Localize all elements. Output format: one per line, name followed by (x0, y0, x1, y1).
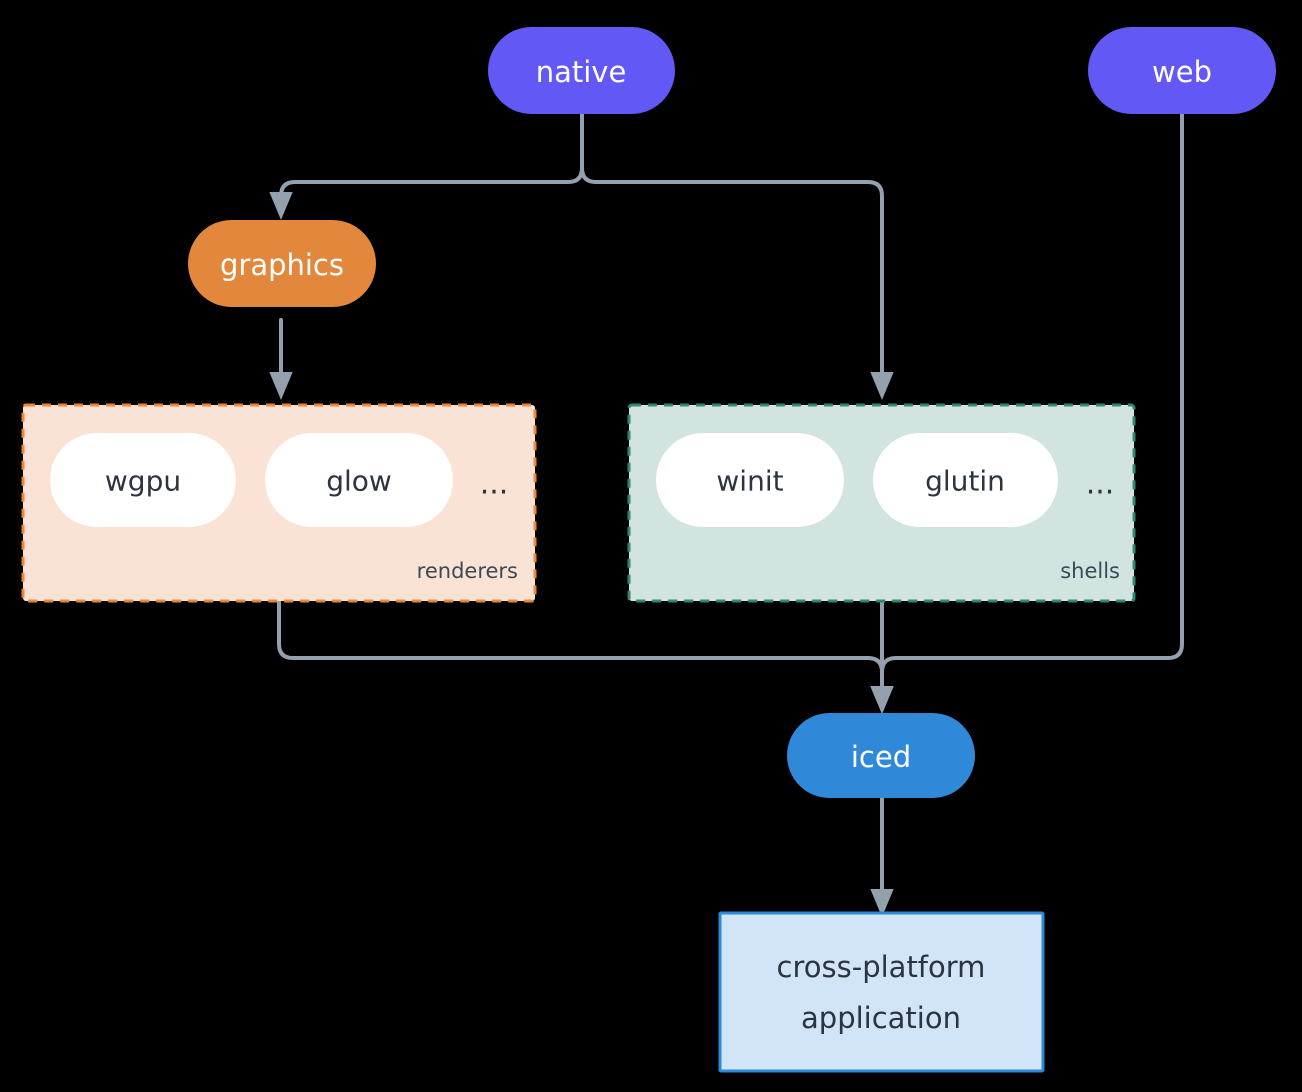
node-web[interactable]: web (1088, 27, 1276, 114)
glutin-pill (873, 433, 1058, 527)
shells-overflow-ellipsis: ... (1086, 467, 1115, 502)
application-shape (718, 911, 1045, 1073)
node-iced[interactable]: iced (787, 713, 975, 798)
edge-native-to-shells (580, 111, 894, 400)
edge-layer (269, 111, 1184, 917)
application-label-line2: application (801, 1001, 961, 1035)
native-shape (488, 27, 675, 114)
glow-label: glow (326, 465, 392, 498)
winit-pill (656, 433, 844, 527)
glow-pill (265, 433, 453, 527)
group-renderers[interactable]: wgpu glow ... renderers (21, 403, 537, 603)
glutin-label: glutin (925, 465, 1005, 498)
edge-native-to-graphics (269, 111, 584, 220)
node-native[interactable]: native (488, 27, 675, 114)
renderers-overflow-ellipsis: ... (480, 467, 509, 502)
edge-web-to-iced (870, 111, 1184, 714)
node-graphics[interactable]: graphics (188, 220, 376, 307)
web-shape (1088, 27, 1276, 114)
application-label-line1: cross-platform (777, 950, 986, 984)
graphics-shape (188, 220, 376, 307)
shells-item-winit[interactable]: winit (656, 433, 844, 527)
iced-shape (787, 713, 975, 798)
group-shells[interactable]: winit glutin ... shells (627, 403, 1136, 603)
edge-renderers-to-iced (277, 599, 894, 714)
renderers-item-wgpu[interactable]: wgpu (50, 433, 236, 527)
wgpu-pill (50, 433, 236, 527)
shells-item-glutin[interactable]: glutin (873, 433, 1058, 527)
node-application[interactable]: cross-platform application (718, 911, 1045, 1073)
winit-label: winit (716, 465, 783, 498)
renderers-group-caption: renderers (417, 559, 518, 583)
shells-group-caption: shells (1060, 559, 1120, 583)
renderers-item-glow[interactable]: glow (265, 433, 453, 527)
wgpu-label: wgpu (105, 465, 181, 498)
